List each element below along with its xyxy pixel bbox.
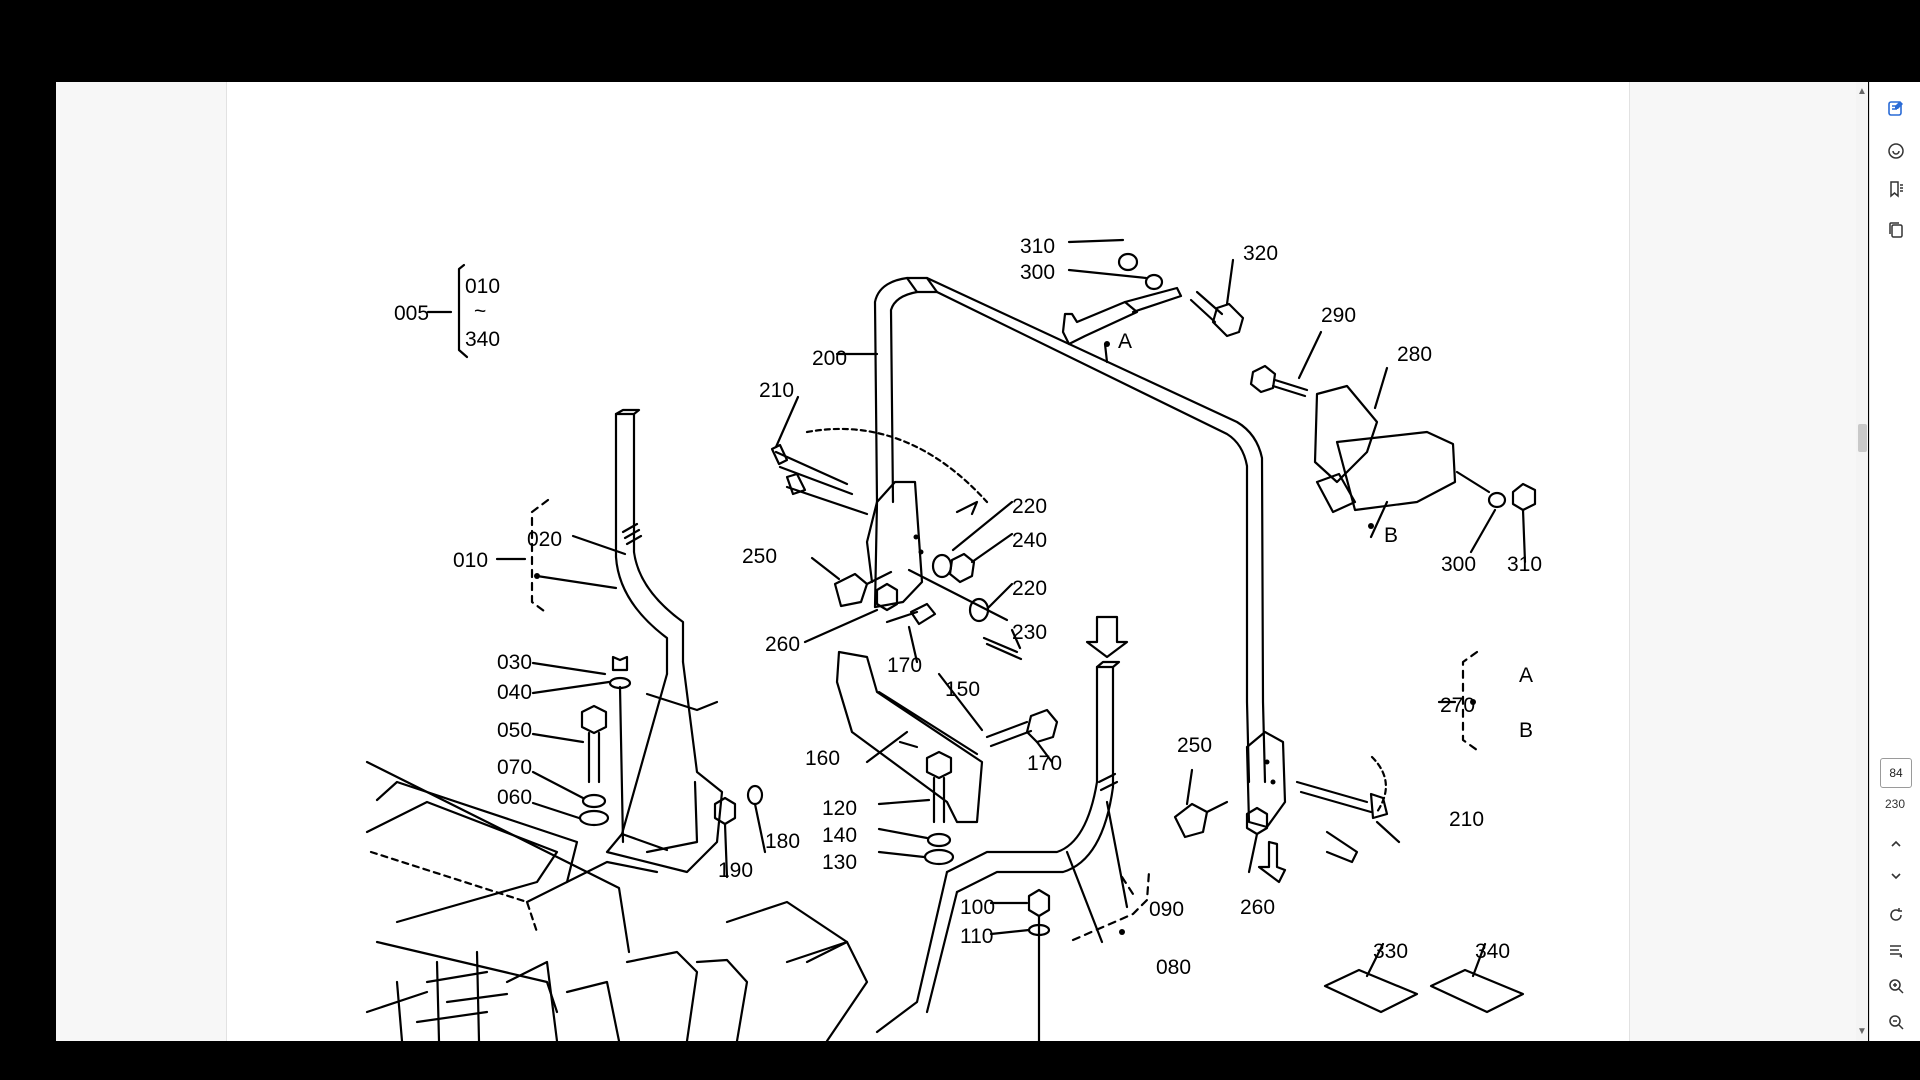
callout-050: 050: [497, 719, 532, 742]
rotate-icon[interactable]: [1883, 902, 1909, 928]
callout-005: 005: [394, 302, 429, 325]
zoom-in-icon[interactable]: [1883, 973, 1909, 999]
document-page: 005 010 ~ 340 010 020 030 040 050 070 06…: [226, 82, 1630, 1041]
callout-200: 200: [812, 347, 847, 370]
callout-180: 180: [765, 830, 800, 853]
group-range-end: 340: [465, 328, 500, 351]
callout-290: 290: [1321, 304, 1356, 327]
vertical-scrollbar[interactable]: [1856, 82, 1868, 1041]
callout-210-right: 210: [1449, 808, 1484, 831]
callout-120: 120: [822, 797, 857, 820]
callout-090: 090: [1149, 898, 1184, 921]
bracket-label-a: A: [1519, 664, 1533, 687]
reference-mark-b: B: [1384, 524, 1398, 547]
callout-080: 080: [1156, 956, 1191, 979]
scroll-up-icon[interactable]: ▲: [1857, 86, 1867, 97]
callout-030: 030: [497, 651, 532, 674]
rotate-icon-glyph: [1890, 908, 1902, 921]
callout-230: 230: [1012, 621, 1047, 644]
annotate-icon-glyph: [1888, 101, 1903, 116]
chevron-up-icon[interactable]: [1883, 831, 1909, 857]
right-tool-panel: [1869, 82, 1920, 1041]
callout-010: 010: [453, 549, 488, 572]
callout-190: 190: [718, 859, 753, 882]
reference-mark-a: A: [1118, 330, 1132, 353]
callout-160: 160: [805, 747, 840, 770]
callout-240: 240: [1012, 529, 1047, 552]
callout-170-left: 170: [887, 654, 922, 677]
chevron-down-icon[interactable]: [1883, 863, 1909, 889]
parts-diagram: 005 010 ~ 340 010 020 030 040 050 070 06…: [365, 235, 1542, 1041]
fit-width-icon[interactable]: [1883, 938, 1909, 964]
callout-100: 100: [960, 896, 995, 919]
callout-320: 320: [1243, 242, 1278, 265]
pages-icon-glyph: [1889, 222, 1903, 238]
callout-220-top: 220: [1012, 495, 1047, 518]
callout-130: 130: [822, 851, 857, 874]
callout-260-right: 260: [1240, 896, 1275, 919]
window-bottom-bar: [0, 1041, 1920, 1080]
ocr-icon-glyph: [1888, 143, 1904, 159]
pages-icon[interactable]: [1883, 217, 1909, 243]
chevron-down-glyph: [1891, 873, 1901, 880]
window-top-bar: [0, 0, 1920, 82]
bookmarks-icon-glyph: [1890, 181, 1903, 198]
callout-340: 340: [1475, 940, 1510, 963]
current-page-input[interactable]: 84: [1880, 758, 1912, 788]
total-pages-label: 230: [1884, 797, 1906, 811]
callout-260-left: 260: [765, 633, 800, 656]
document-viewer[interactable]: 005 010 ~ 340 010 020 030 040 050 070 06…: [56, 82, 1856, 1041]
callout-110: 110: [960, 925, 993, 948]
callout-170-right: 170: [1027, 752, 1062, 775]
callout-150: 150: [945, 678, 980, 701]
scrollbar-thumb[interactable]: [1858, 424, 1867, 452]
callout-210-left: 210: [759, 379, 794, 402]
callout-250-right: 250: [1177, 734, 1212, 757]
bookmarks-icon[interactable]: [1883, 176, 1909, 202]
annotate-icon[interactable]: [1883, 95, 1909, 121]
callout-280: 280: [1397, 343, 1432, 366]
zoom-in-icon-glyph: [1889, 979, 1904, 994]
zoom-out-icon[interactable]: [1883, 1009, 1909, 1035]
callout-310-top: 310: [1020, 235, 1055, 258]
scroll-down-icon[interactable]: ▼: [1857, 1026, 1867, 1037]
ocr-icon[interactable]: [1883, 138, 1909, 164]
callout-300-top: 300: [1020, 261, 1055, 284]
group-range-start: 010: [465, 275, 500, 298]
callout-020: 020: [527, 528, 562, 551]
zoom-out-icon-glyph: [1889, 1015, 1904, 1030]
group-range-tilde: ~: [474, 300, 486, 323]
callout-060: 060: [497, 786, 532, 809]
callout-300-right: 300: [1441, 553, 1476, 576]
callout-330: 330: [1373, 940, 1408, 963]
callout-140: 140: [822, 824, 857, 847]
callout-220-bottom: 220: [1012, 577, 1047, 600]
callout-270: 270: [1440, 694, 1475, 717]
callout-040: 040: [497, 681, 532, 704]
fit-width-icon-glyph: [1890, 945, 1902, 958]
chevron-up-glyph: [1891, 840, 1901, 847]
callout-250-left: 250: [742, 545, 777, 568]
callout-070: 070: [497, 756, 532, 779]
callout-310-right: 310: [1507, 553, 1542, 576]
bracket-label-b: B: [1519, 719, 1533, 742]
